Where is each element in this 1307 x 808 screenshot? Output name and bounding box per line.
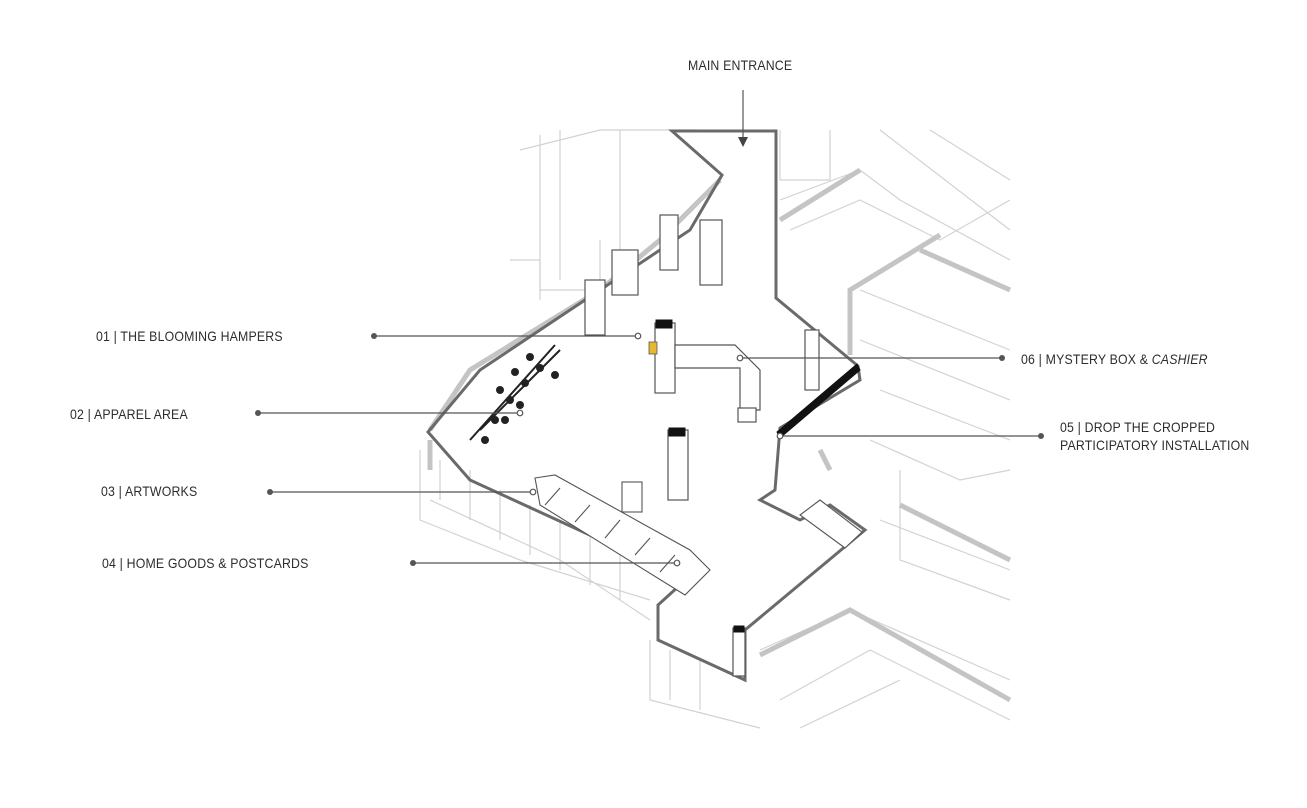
callout-number: 06	[1021, 351, 1036, 367]
callout-text-line2: PARTICIPATORY INSTALLATION	[1060, 437, 1250, 453]
callout-02-apparel-area: 02 | APPAREL AREA	[70, 405, 188, 423]
callout-text: APPAREL AREA	[93, 406, 188, 422]
callout-01-blooming-hampers: 01 | THE BLOOMING HAMPERS	[96, 327, 283, 345]
callout-separator: |	[116, 555, 127, 571]
leader-lines	[258, 90, 1041, 564]
leader-open-ends	[516, 332, 784, 567]
callout-text: ARTWORKS	[124, 483, 198, 499]
callout-separator: |	[1074, 419, 1085, 435]
callout-number: 01	[96, 328, 111, 344]
callout-separator: |	[115, 483, 125, 499]
callout-separator: |	[1035, 351, 1046, 367]
counter	[674, 344, 761, 423]
yellow-accent-block	[648, 341, 658, 355]
leader-dots	[255, 333, 1044, 566]
callout-text-line1: DROP THE CROPPED	[1084, 419, 1216, 435]
interior-partitions	[584, 214, 820, 677]
context-buildings	[419, 129, 1011, 729]
callout-number: 03	[101, 483, 116, 499]
callout-text: THE BLOOMING HAMPERS	[120, 328, 283, 344]
main-entrance-label: MAIN ENTRANCE	[688, 57, 793, 73]
callout-text-italic: CASHIER	[1151, 351, 1208, 367]
callout-number: 05	[1060, 419, 1075, 435]
callout-separator: |	[84, 406, 94, 422]
callout-03-artworks: 03 | ARTWORKS	[101, 482, 197, 500]
apparel-racks	[469, 344, 561, 444]
callout-number: 02	[70, 406, 85, 422]
callout-06-mystery-box-cashier: 06 | MYSTERY BOX & CASHIER	[1021, 350, 1208, 368]
entrance-arrowhead	[738, 137, 748, 147]
callout-04-home-goods: 04 | HOME GOODS & POSTCARDS	[102, 554, 309, 572]
display-tables	[534, 474, 863, 596]
floor-outline	[426, 129, 868, 683]
callout-number: 04	[102, 555, 117, 571]
callout-separator: |	[110, 328, 121, 344]
callout-05-drop-the-cropped: 05 | DROP THE CROPPED PARTICIPATORY INST…	[1060, 418, 1249, 454]
callout-text: MYSTERY BOX &	[1045, 351, 1152, 367]
callout-text: HOME GOODS & POSTCARDS	[126, 555, 309, 571]
